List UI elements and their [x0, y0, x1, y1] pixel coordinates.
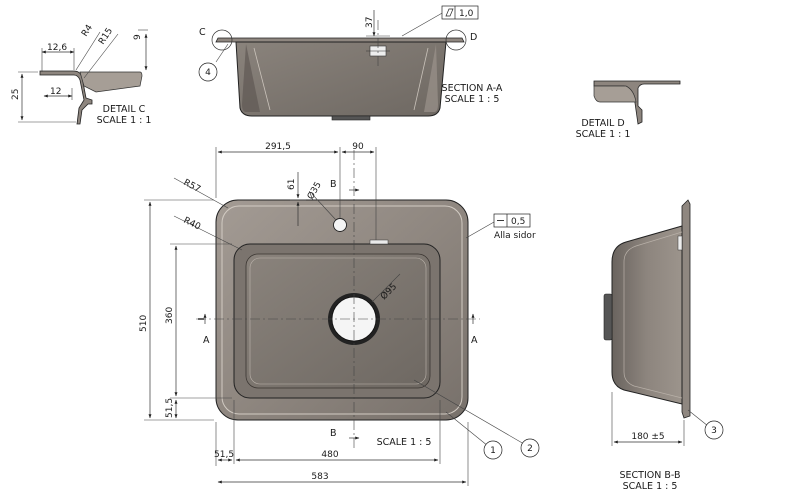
dim-51-5-vertical: 51,5	[165, 398, 175, 418]
dim-r40: R40	[182, 216, 203, 233]
balloon-1-label: 1	[490, 446, 496, 456]
top-view: A A B B 291,5 90 R57 R40 61 Ø35 Ø95 510 …	[139, 142, 540, 486]
balloon-1	[483, 440, 503, 460]
section-aa-rim	[215, 37, 465, 43]
dim-583: 583	[311, 472, 328, 482]
section-aa: 37 C D 1,0 4 SECTION A-A SCALE 1 : 5	[198, 5, 503, 121]
top-view-flatness-value: 0,5	[511, 217, 525, 227]
detail-d-scale: SCALE 1 : 1	[576, 129, 631, 140]
section-aa-bowl	[235, 41, 447, 117]
dim-291-5: 291,5	[265, 142, 291, 152]
dim-25: 25	[11, 89, 21, 100]
detail-c: 12,6 R4 R15 9 25 12 DETAIL C SCALE 1 : 1	[11, 23, 151, 126]
balloon-2-label: 2	[527, 444, 533, 454]
section-bb: 180 ±5 3 SECTION B-B SCALE 1 : 5	[603, 199, 724, 492]
dim-r15: R15	[97, 26, 115, 46]
detail-d-title: DETAIL D	[581, 118, 624, 129]
section-b-top: B	[330, 179, 337, 190]
section-aa-dim-37: 37	[365, 17, 375, 28]
flatness-icon	[445, 8, 454, 17]
section-aa-scale: SCALE 1 : 5	[445, 94, 500, 105]
section-bb-bowl	[611, 225, 683, 405]
detail-d-bowl-wall	[593, 85, 637, 103]
dim-r4: R4	[80, 23, 95, 39]
top-view-flatness-frame	[493, 213, 531, 228]
section-a-right: A	[471, 335, 478, 346]
section-b-bottom: B	[330, 428, 337, 439]
section-aa-title: SECTION A-A	[442, 83, 503, 94]
dim-51-5-horizontal: 51,5	[214, 450, 234, 460]
dim-90: 90	[352, 142, 364, 152]
detail-c-profile	[39, 70, 93, 125]
dim-12-6: 12,6	[47, 43, 67, 53]
section-a-left: A	[203, 335, 210, 346]
dim-12: 12	[50, 87, 61, 97]
section-bb-dim-depth: 180 ±5	[631, 432, 664, 442]
dim-61: 61	[287, 179, 297, 190]
top-view-flatness-note: Alla sidor	[494, 231, 536, 241]
dim-360: 360	[165, 307, 175, 324]
detail-marker-c: C	[199, 27, 206, 38]
dim-9: 9	[133, 34, 143, 40]
balloon-3-label: 3	[711, 426, 717, 436]
top-view-scale: SCALE 1 : 5	[377, 437, 432, 448]
detail-c-bowl-wall	[79, 71, 143, 93]
dim-r57: R57	[182, 178, 202, 195]
balloon-2	[520, 438, 540, 458]
detail-c-title: DETAIL C	[103, 104, 146, 115]
dim-510: 510	[139, 315, 149, 332]
overflow-slot	[369, 239, 389, 245]
tap-hole	[333, 218, 347, 232]
balloon-4	[198, 62, 218, 82]
balloon-4-label: 4	[205, 68, 211, 78]
section-bb-scale: SCALE 1 : 5	[623, 481, 678, 492]
section-bb-rim	[681, 199, 691, 419]
dim-dia-35: Ø35	[305, 180, 324, 202]
dim-480: 480	[321, 450, 338, 460]
detail-d: DETAIL D SCALE 1 : 1	[576, 80, 681, 140]
detail-c-scale: SCALE 1 : 1	[97, 115, 152, 126]
section-aa-flatness-value: 1,0	[459, 9, 474, 19]
section-bb-title: SECTION B-B	[620, 470, 681, 481]
section-bb-drain	[603, 293, 613, 341]
balloon-3	[704, 420, 724, 440]
detail-marker-d: D	[470, 32, 477, 43]
